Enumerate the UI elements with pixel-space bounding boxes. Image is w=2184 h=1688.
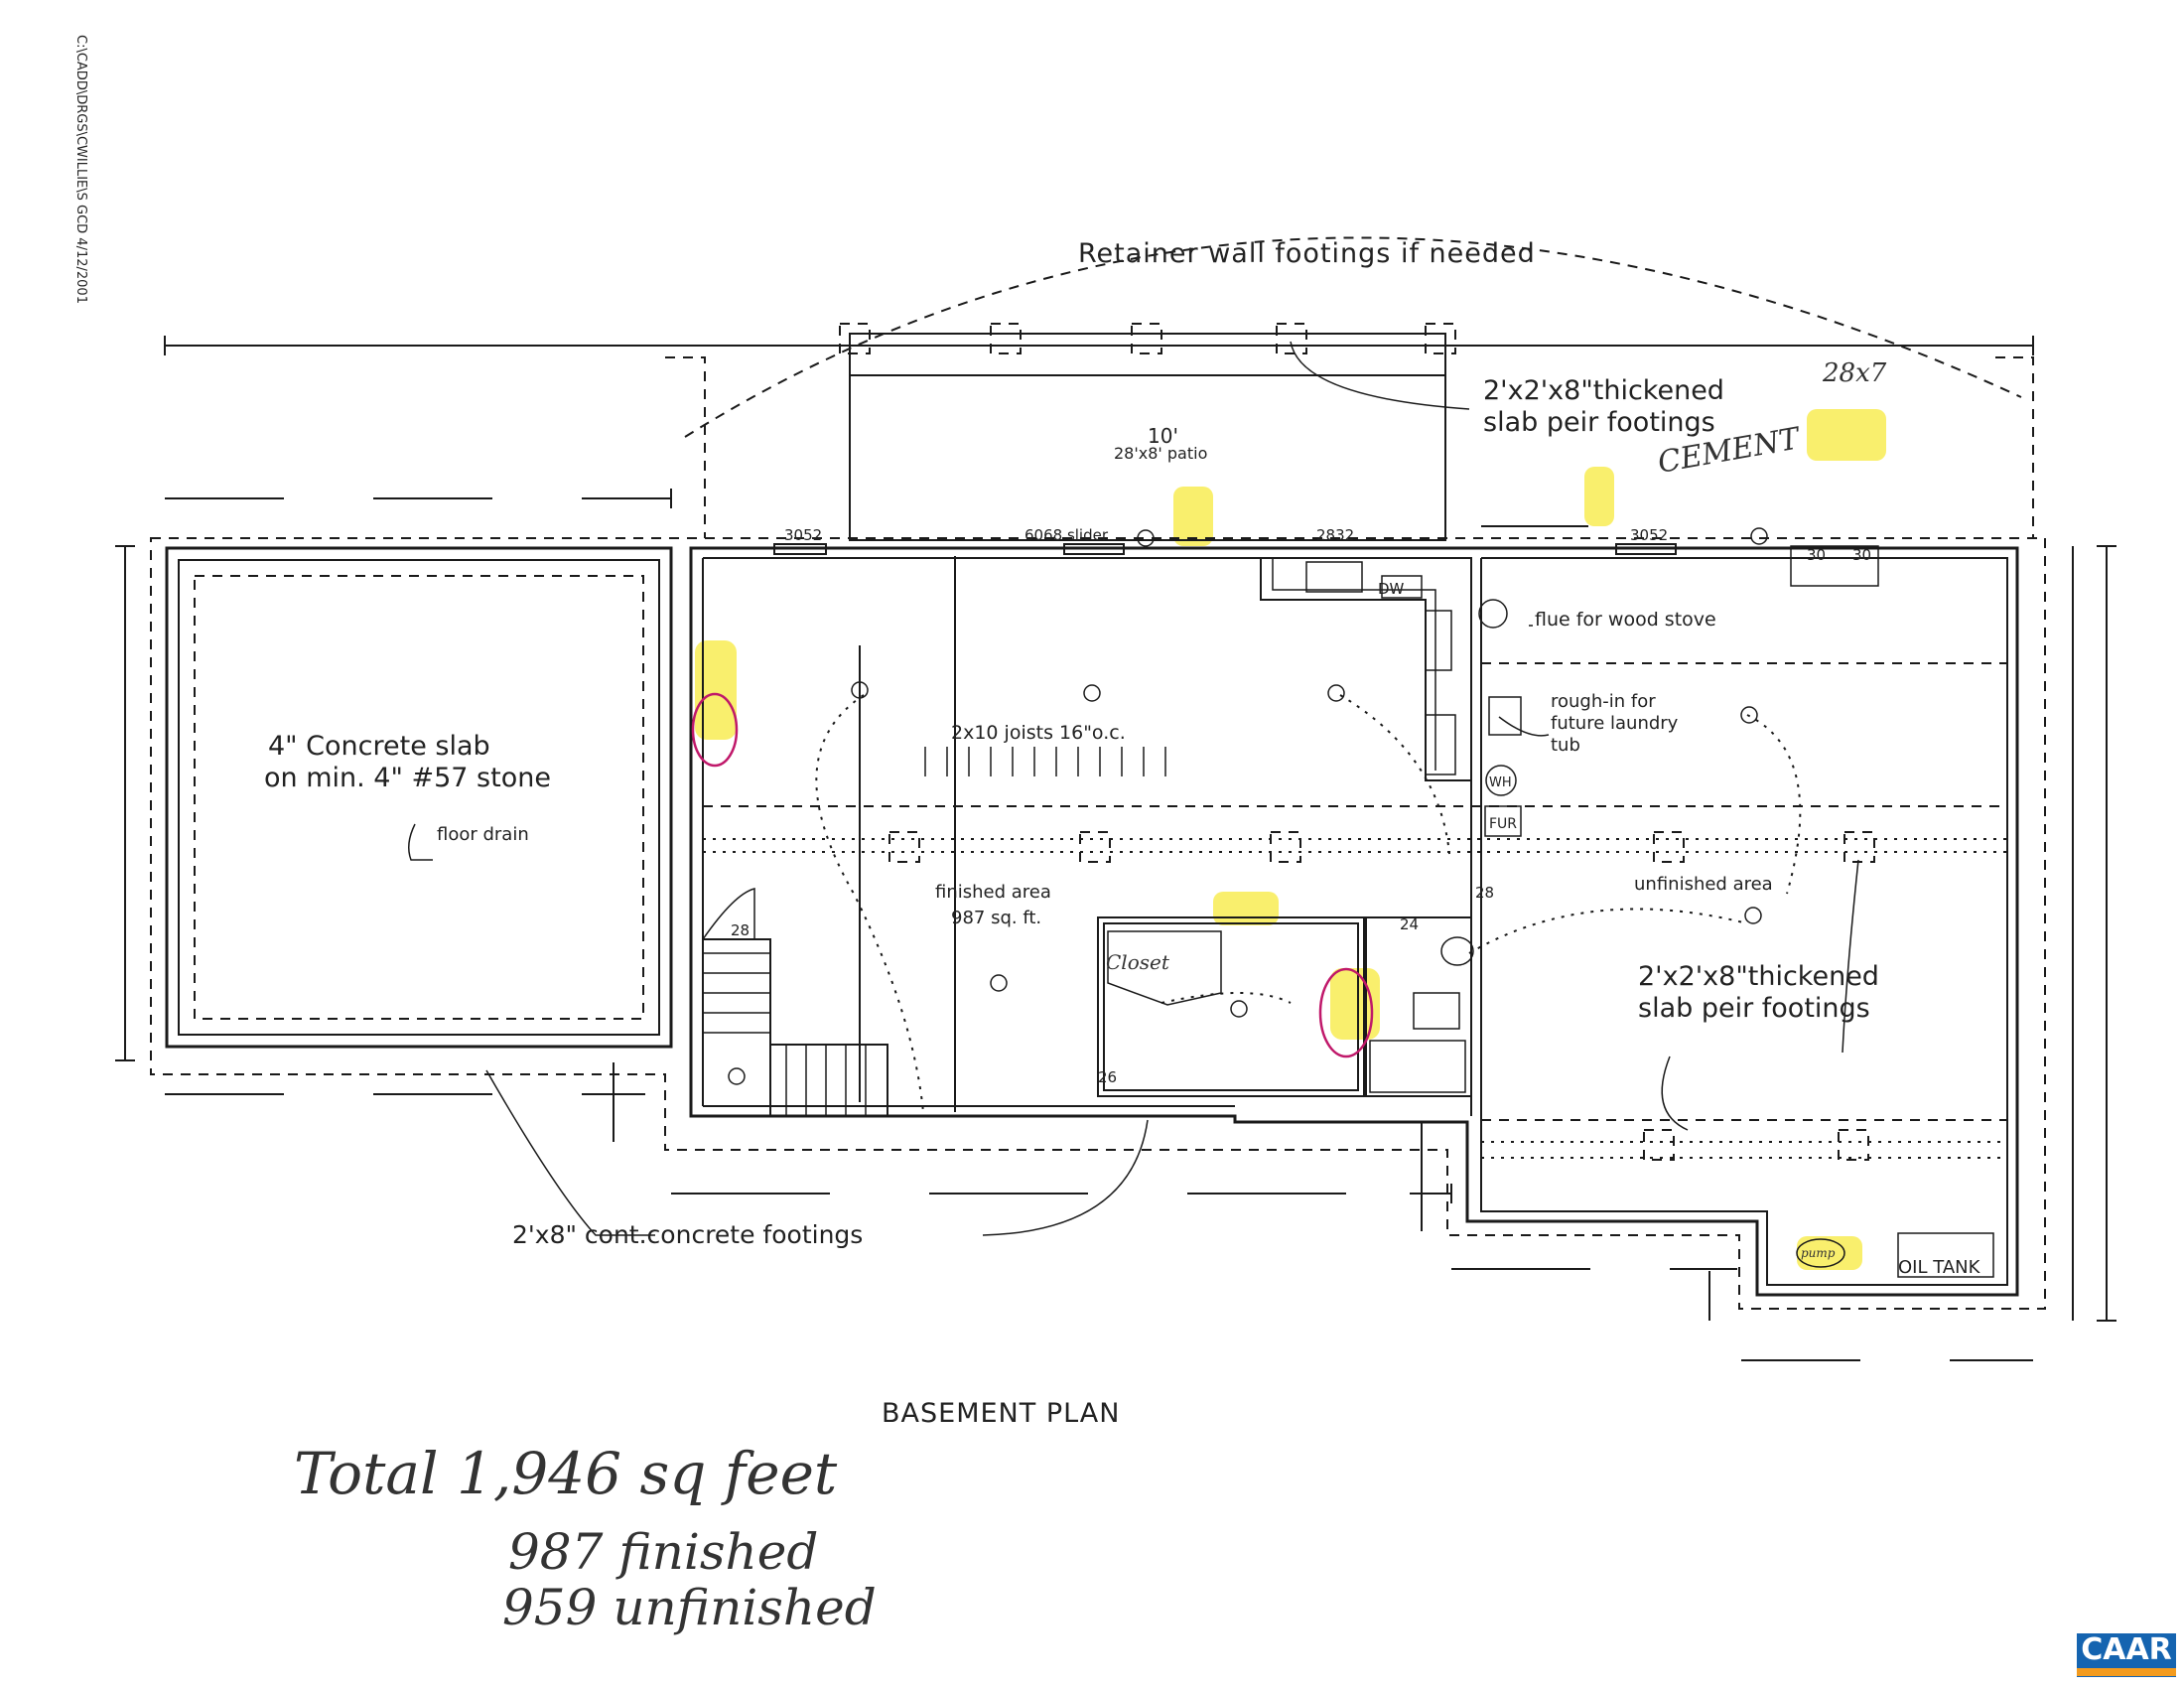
- floor-drain-label: floor drain: [437, 824, 529, 845]
- kitchen-counter: [1260, 558, 1471, 781]
- openings: [773, 543, 1677, 555]
- drawing-file-stamp: C:\CADD\DRGS\CWILLIE\S GCD 4/12/2001: [73, 35, 88, 304]
- flue-label: flue for wood stove: [1535, 609, 1716, 631]
- door-28-stair-label: 28: [731, 921, 750, 939]
- plan-title: BASEMENT PLAN: [882, 1398, 1120, 1429]
- water-heater-symbol: [1485, 765, 1517, 796]
- door-24-label: 24: [1400, 915, 1419, 933]
- door-mid-label: 2832: [1316, 526, 1354, 544]
- handwritten-total: Total 1,946 sq feet: [294, 1440, 838, 1507]
- concrete-slab-room: [165, 546, 673, 1049]
- water-heater-label: WH: [1489, 775, 1512, 790]
- fixture-symbols: [728, 527, 1994, 1278]
- stairs: [702, 888, 888, 1116]
- retainer-label: Retainer wall footings if needed: [1078, 238, 1536, 269]
- slab-footings-bottom-line-2: slab peir footings: [1638, 993, 1870, 1024]
- pier-footings: [888, 831, 1875, 1161]
- lighting-circuits: [815, 694, 1802, 1113]
- door-26-label: 26: [1098, 1068, 1117, 1086]
- handwritten-size: 28x7: [1822, 358, 1887, 388]
- laundry-label-3: tub: [1551, 735, 1580, 756]
- joists-label: 2x10 joists 16"o.c.: [951, 722, 1126, 744]
- laundry-label-1: rough-in for: [1551, 691, 1656, 712]
- slab-footings-bottom-line-1: 2'x2'x8"thickened: [1638, 961, 1879, 992]
- laundry-label-2: future laundry: [1551, 713, 1679, 734]
- floor-drain-symbol: [408, 823, 433, 861]
- finished-area-size: 987 sq. ft.: [951, 908, 1041, 928]
- handwritten-pump: pump: [1801, 1246, 1836, 1260]
- patio-dimension: 10': [1148, 424, 1178, 448]
- continuous-footings-label: 2'x8" cont.concrete footings: [512, 1220, 863, 1249]
- unfinished-area-label: unfinished area: [1634, 874, 1773, 895]
- finished-area-label: finished area: [935, 882, 1051, 903]
- caar-logo-stripe: [2077, 1668, 2176, 1676]
- highlighter-marks: [695, 409, 1886, 1270]
- retainer-wall-footing-arc: [684, 236, 2022, 438]
- handwritten-unfinished: 959 unfinished: [502, 1579, 877, 1636]
- leader-lines: [485, 341, 1859, 1236]
- bathroom-closet-block: [1097, 916, 1472, 1097]
- slab-room-label-2: on min. 4" #57 stone: [264, 763, 551, 793]
- door-28-mech-label: 28: [1475, 884, 1494, 902]
- dimension-lines: [115, 336, 2116, 1361]
- beam-lines: [703, 662, 2007, 1159]
- caar-logo: CAAR: [2077, 1633, 2176, 1677]
- house-walls: [689, 546, 2019, 1297]
- furnace-label: FUR: [1489, 816, 1517, 832]
- handwritten-closet: Closet: [1106, 950, 1170, 974]
- slab-footings-top-line-1: 2'x2'x8"thickened: [1483, 375, 1724, 406]
- handwritten-finished: 987 finished: [508, 1523, 818, 1581]
- patio: [839, 323, 1456, 541]
- furnace-symbol: [1484, 805, 1522, 837]
- dishwasher-label: DW: [1378, 580, 1405, 598]
- oil-tank-label: OIL TANK: [1898, 1257, 1981, 1278]
- door-30-left-label: 30: [1807, 546, 1826, 564]
- footing-outline: [150, 537, 2046, 1310]
- oil-tank-symbol: [1897, 1232, 1994, 1278]
- sump-pump-symbol: [1796, 1238, 1845, 1268]
- slab-footings-top-line-2: slab peir footings: [1483, 407, 1715, 438]
- red-markup: [691, 692, 1374, 1058]
- slider-label: 6068 slider: [1024, 526, 1109, 544]
- window-left-label: 3052: [784, 526, 822, 544]
- window-right-label: 3052: [1630, 526, 1668, 544]
- caar-logo-text: CAAR: [2081, 1632, 2172, 1667]
- joists: [924, 747, 1166, 776]
- slab-room-label-1: 4" Concrete slab: [268, 731, 490, 762]
- patio-label: 28'x8' patio: [1114, 444, 1207, 463]
- door-30-right-label: 30: [1852, 546, 1871, 564]
